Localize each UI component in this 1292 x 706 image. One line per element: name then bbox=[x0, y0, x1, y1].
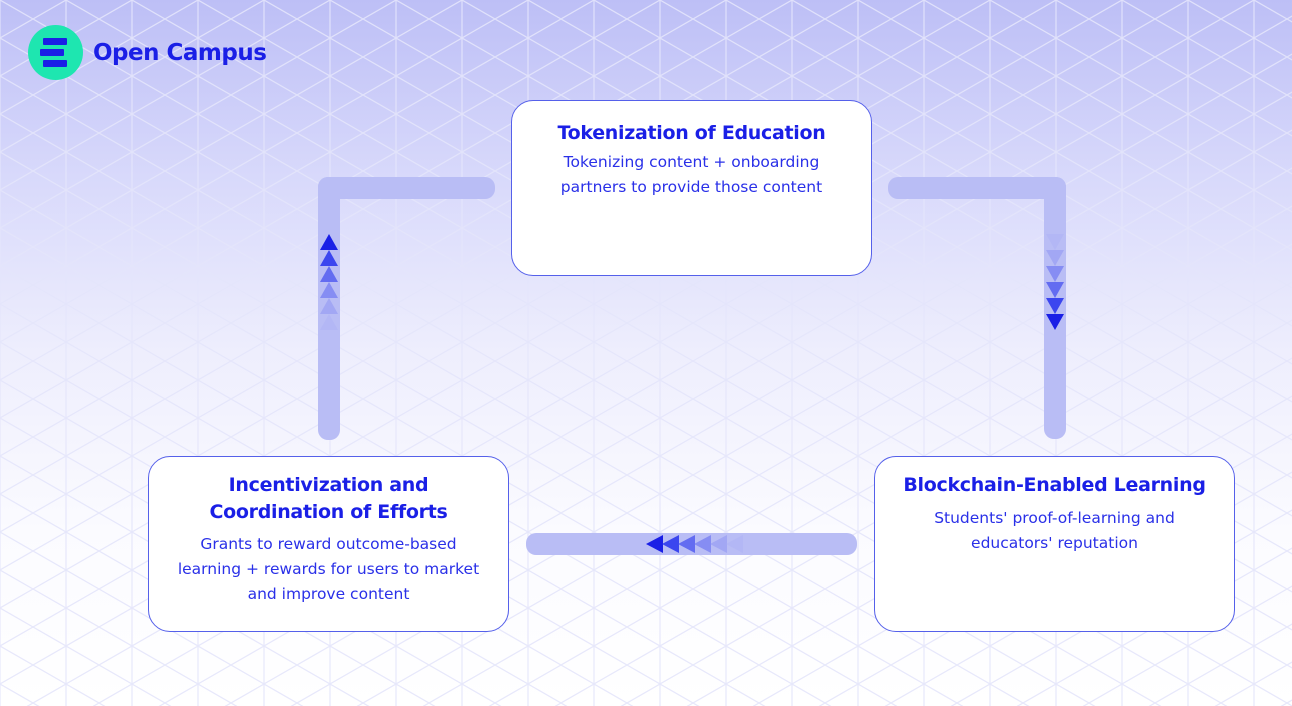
node-description: Students' proof-of-learning and educator… bbox=[934, 509, 1175, 552]
node-title: Blockchain-Enabled Learning bbox=[903, 474, 1206, 496]
arrow-left-icon bbox=[646, 535, 743, 553]
node-blockchain-learning-card: Blockchain-Enabled Learning Students' pr… bbox=[874, 456, 1235, 632]
arrow-down-icon bbox=[1046, 234, 1064, 330]
node-title: Tokenization of Education bbox=[557, 122, 826, 144]
flow-track-left-horizontal bbox=[318, 177, 495, 199]
node-description: Grants to reward outcome-based learning … bbox=[177, 535, 480, 603]
brand-logo[interactable]: Open Campus bbox=[28, 25, 267, 80]
brand-name: Open Campus bbox=[93, 39, 267, 66]
flow-track-right-horizontal bbox=[888, 177, 1066, 199]
arrow-up-icon bbox=[320, 234, 338, 330]
node-title: Incentivization and Coordination of Effo… bbox=[209, 474, 448, 523]
node-description: Tokenizing content + onboarding partners… bbox=[560, 153, 823, 196]
node-incentivization-card: Incentivization and Coordination of Effo… bbox=[148, 456, 509, 632]
node-tokenization-card: Tokenization of Education Tokenizing con… bbox=[511, 100, 872, 276]
stacked-books-icon bbox=[28, 25, 83, 80]
